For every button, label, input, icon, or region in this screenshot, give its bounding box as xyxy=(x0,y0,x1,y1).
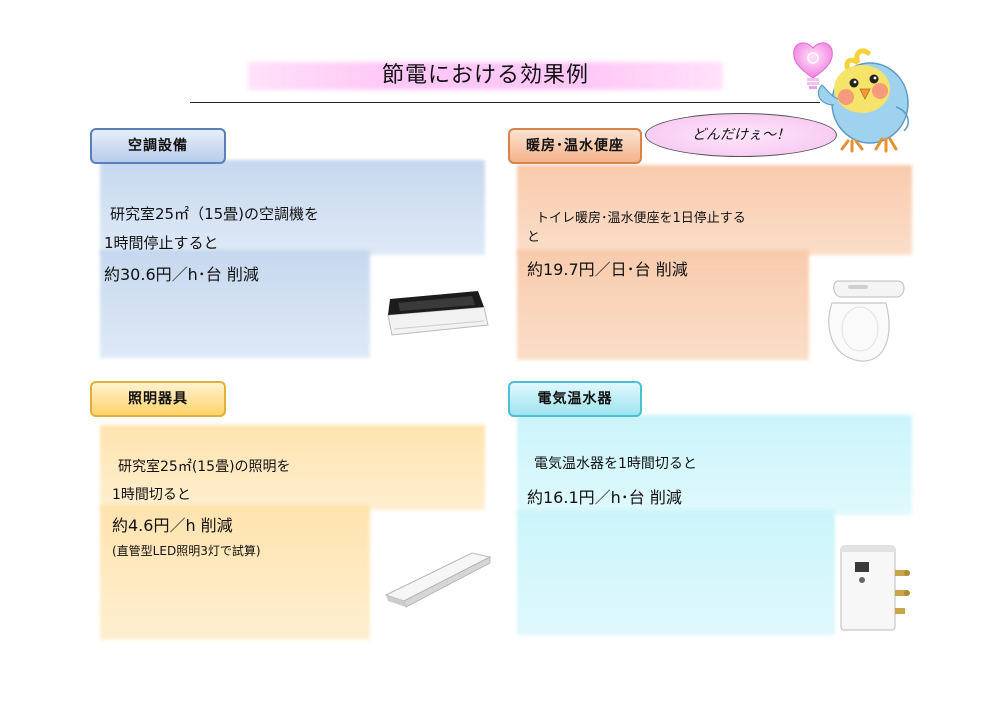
aircon-panel-top xyxy=(100,160,485,255)
toilet-label: 暖房･温水便座 xyxy=(508,128,642,164)
title-underline xyxy=(190,102,820,103)
toilet-line3: 約19.7円／日･台 削減 xyxy=(527,260,688,279)
aircon-label: 空調設備 xyxy=(90,128,226,164)
ceiling-aircon-icon xyxy=(387,291,489,336)
lighting-line2: 1時間切ると xyxy=(112,487,191,503)
aircon-panel-bottom xyxy=(100,250,370,358)
washlet-seat-icon xyxy=(828,280,905,362)
aircon-line2: 1時間停止すると xyxy=(104,234,219,252)
water-heater-label: 電気温水器 xyxy=(508,381,642,417)
lighting-panel-bottom xyxy=(100,505,370,640)
cockatiel-mascot-icon xyxy=(817,48,909,153)
aircon-line1: 研究室25㎡（15畳)の空調機を xyxy=(110,205,320,223)
toilet-line1: トイレ暖房･温水便座を1日停止する xyxy=(536,211,746,226)
lighting-label: 照明器具 xyxy=(90,381,226,417)
toilet-line2: と xyxy=(527,230,541,245)
lighting-line3: 約4.6円／h 削減 xyxy=(112,516,233,535)
electric-water-heater-icon xyxy=(840,545,910,631)
lighting-line1: 研究室25㎡(15畳)の照明を xyxy=(118,459,291,475)
lighting-panel-top xyxy=(100,425,485,510)
water-heater-panel-bottom xyxy=(517,510,835,635)
water-heater-line2: 約16.1円／h･台 削減 xyxy=(527,488,682,507)
toilet-panel-bottom xyxy=(517,250,809,360)
led-light-fixture-icon xyxy=(384,552,492,608)
toilet-panel-top xyxy=(517,165,912,255)
water-heater-panel-top xyxy=(517,415,912,515)
eco-heart-bulb-icon xyxy=(793,42,833,89)
speech-bubble: どんだけぇ～！ xyxy=(645,113,837,157)
water-heater-line1: 電気温水器を1時間切ると xyxy=(534,456,697,472)
title-highlight xyxy=(248,62,723,90)
lighting-line4: (直管型LED照明3灯で試算) xyxy=(112,544,261,558)
aircon-line3: 約30.6円／h･台 削減 xyxy=(104,265,259,284)
page-title: 節電における効果例 xyxy=(381,63,589,88)
